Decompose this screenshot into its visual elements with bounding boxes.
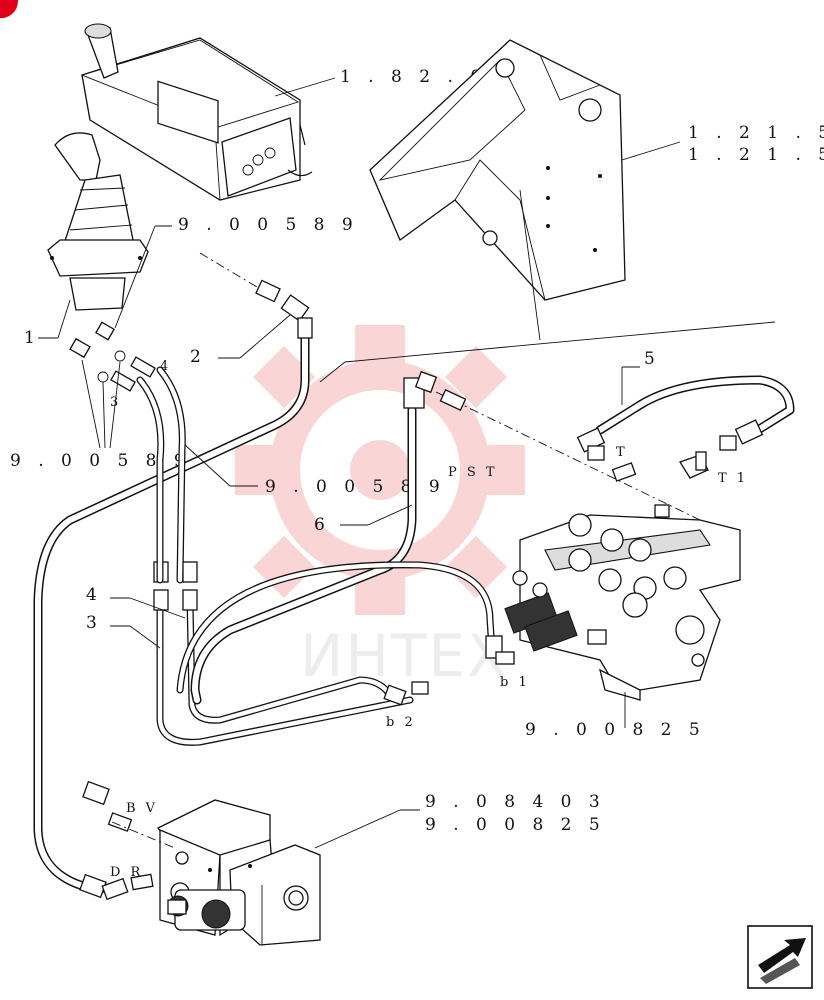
red-corner-badge-icon (0, 0, 18, 18)
port-label-b1: b 1 (500, 675, 530, 690)
callout-item-1: 1 (24, 328, 41, 348)
callout-9-00825-valve: 9 . 0 0 8 2 5 (525, 720, 706, 740)
port-label-b2: b 2 (386, 715, 416, 730)
pilot-valve-block (157, 799, 321, 946)
boom-frame (369, 39, 626, 301)
port-label-t1: T 1 (718, 471, 748, 486)
port-label-dr: D R (110, 865, 143, 880)
watermark-logo: ИНТЕХ (235, 325, 525, 690)
callout-9-00825-bottom: 9 . 0 0 8 2 5 (425, 815, 606, 835)
port-label-pst: P S T (448, 465, 498, 480)
port-label-t: T (616, 445, 628, 460)
callout-item-4: 4 (86, 585, 103, 605)
callout-item-3: 3 (86, 613, 103, 633)
callout-9-08403: 9 . 0 8 4 0 3 (425, 792, 606, 812)
callout-9-00589-mid: 9 . 0 0 5 8 9 (265, 477, 446, 497)
solenoid (167, 889, 246, 931)
callout-9-00589-left: 9 . 0 0 5 8 9 (10, 451, 191, 471)
callout-1-21-5-a: 1 . 2 1 . 5 (688, 123, 824, 143)
hose-4 (136, 376, 429, 724)
control-valve-block (504, 513, 741, 701)
control-console (80, 23, 313, 201)
callout-item-5: 5 (644, 349, 661, 369)
label-item-3-small: 3 (110, 395, 121, 410)
callout-item-2: 2 (190, 347, 207, 367)
watermark-text: ИНТЕХ (300, 622, 509, 690)
hose-2 (33, 279, 313, 901)
callout-9-00589-top: 9 . 0 0 5 8 9 (178, 215, 359, 235)
hose-5 (576, 375, 795, 461)
next-page-arrow-icon[interactable] (747, 925, 813, 989)
joystick-fittings (69, 321, 156, 392)
callout-1-82-0: 1 . 8 2 . 0 (340, 67, 487, 87)
label-item-4-small: 4 (160, 359, 171, 374)
joystick[interactable] (47, 132, 149, 311)
callout-1-21-5-b: 1 . 2 1 . 5 / (688, 145, 824, 165)
hose-6 (176, 370, 515, 705)
fitting-bv (82, 780, 133, 832)
port-label-bv: B V (126, 801, 158, 816)
fitting-dr (130, 873, 154, 891)
callout-item-6: 6 (314, 515, 331, 535)
